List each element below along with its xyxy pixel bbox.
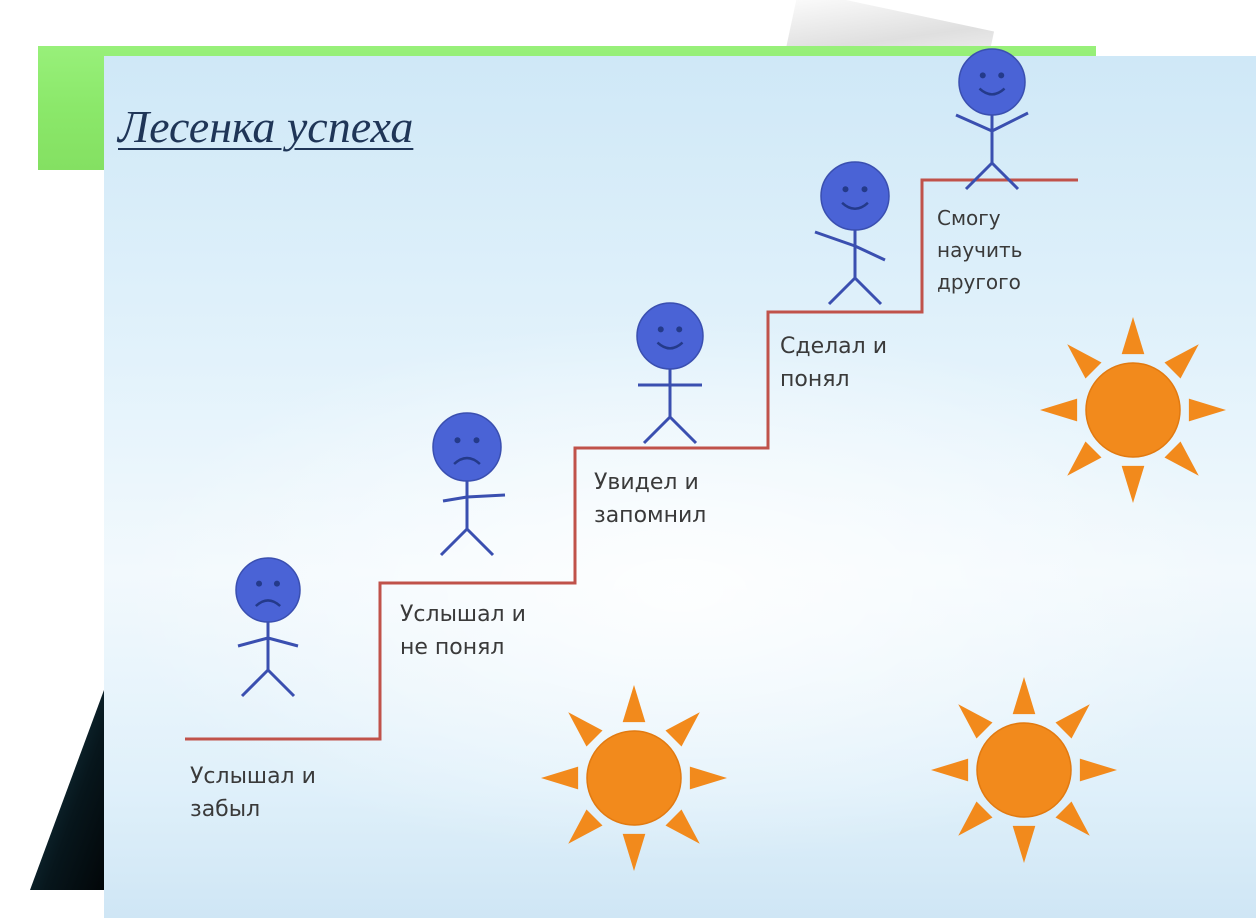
sun-ray (689, 766, 727, 790)
figure-leg (668, 415, 698, 445)
step-label-1: Услышал и забыл (190, 760, 316, 826)
figure-eye (842, 186, 849, 193)
step-label-5: Смогу научить другого (937, 202, 1022, 298)
figure-leg (465, 527, 495, 557)
figure-leg (642, 415, 672, 445)
sun-ray (1012, 825, 1036, 863)
figure-eye (473, 437, 480, 444)
figure-eye (998, 72, 1005, 79)
figure-arm (442, 495, 468, 503)
figure-head (235, 557, 301, 623)
figure-eye (861, 186, 868, 193)
figure-leg (853, 276, 883, 306)
figure-arm (814, 230, 856, 248)
step-label-line: понял (780, 367, 850, 392)
sun-ray (568, 712, 603, 747)
step-label-line: другого (937, 270, 1021, 294)
sun-ray (1067, 441, 1102, 476)
step-label-line: Услышал и (190, 764, 316, 789)
sun-icon (931, 677, 1117, 863)
sun-ray (1121, 317, 1145, 355)
step-label-line: научить (937, 238, 1023, 262)
step-label-4: Сделал и понял (780, 330, 887, 396)
sun-ray (1067, 344, 1102, 379)
stick-figure-icon (235, 557, 301, 698)
sun-ray (622, 833, 646, 871)
figure-eye (454, 437, 461, 444)
figure-leg (964, 161, 994, 191)
figure-leg (439, 527, 469, 557)
figure-mouth (656, 341, 684, 350)
figure-eye (256, 580, 263, 587)
staircase-line (185, 178, 1078, 741)
step-label-2: Услышал и не понял (400, 598, 526, 664)
figure-arm (955, 113, 993, 133)
figure-eye (676, 326, 683, 333)
sun-disc (976, 722, 1072, 818)
sun-icon (541, 685, 727, 871)
stick-figure-icon (432, 412, 506, 557)
figure-eye (979, 72, 986, 79)
sun-ray (622, 685, 646, 723)
stick-figure-icon (814, 161, 890, 306)
step-label-line: запомнил (594, 503, 707, 528)
sun-disc (1085, 362, 1181, 458)
step-label-line: Смогу (937, 206, 1001, 230)
step-label-line: Сделал и (780, 334, 888, 359)
sun-ray (958, 801, 993, 836)
sun-ray (1188, 398, 1226, 422)
sun-ray (541, 766, 579, 790)
sun-ray (1012, 677, 1036, 715)
slide-title: Лесенка успеха (118, 101, 414, 152)
figure-mouth (453, 456, 481, 465)
figure-eye (273, 580, 280, 587)
step-label-3: Увидел и запомнил (594, 466, 706, 532)
sun-ray (1055, 704, 1090, 739)
sun-ray (1164, 344, 1199, 379)
stick-figure-icon (955, 48, 1029, 191)
sun-ray (1164, 441, 1199, 476)
sun-ray (665, 809, 700, 844)
figure-mouth (841, 201, 869, 210)
sun-icon (1040, 317, 1226, 503)
sun-disc (586, 730, 682, 826)
figure-arm (237, 636, 269, 648)
stick-figure-icon (636, 302, 704, 445)
sun-ray (1040, 398, 1078, 422)
figure-mouth (254, 599, 282, 607)
sun-ray (1079, 758, 1117, 782)
figure-mouth (978, 87, 1006, 96)
sun-ray (1121, 465, 1145, 503)
figure-head (432, 412, 502, 482)
step-label-line: Услышал и (400, 602, 526, 627)
figure-arm (991, 111, 1029, 133)
figure-eye (657, 326, 664, 333)
figure-leg (990, 161, 1020, 191)
figure-leg (266, 668, 296, 698)
sun-ray (931, 758, 969, 782)
figure-head (636, 302, 704, 370)
figure-arm (267, 636, 299, 648)
step-label-line: Увидел и (594, 470, 699, 495)
figure-leg (827, 276, 857, 306)
figure-head (958, 48, 1026, 116)
step-label-line: забыл (190, 797, 261, 822)
sun-ray (568, 809, 603, 844)
sun-ray (665, 712, 700, 747)
step-label-line: не понял (400, 635, 505, 660)
sun-ray (958, 704, 993, 739)
sun-ray (1055, 801, 1090, 836)
figure-leg (240, 668, 270, 698)
figure-head (820, 161, 890, 231)
figure-arm (854, 244, 886, 262)
figure-arm (466, 493, 506, 499)
